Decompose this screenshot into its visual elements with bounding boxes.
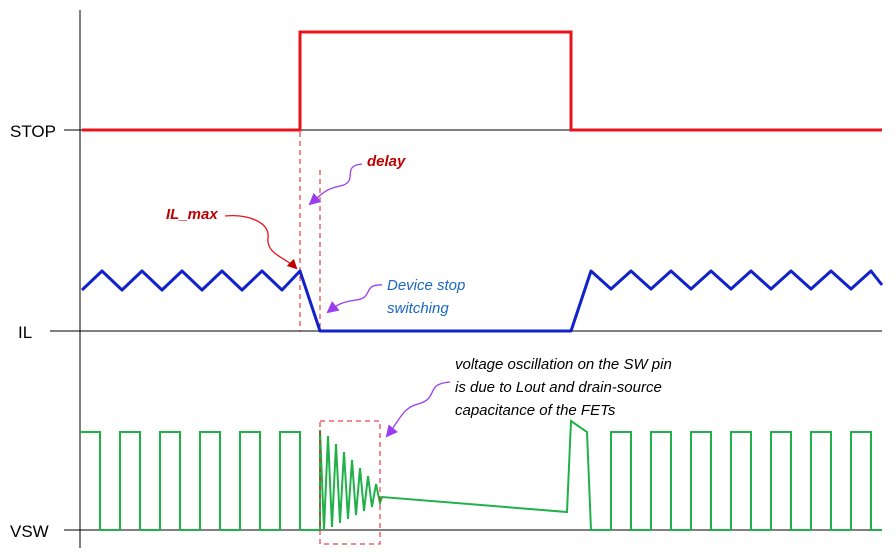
- device-stop-annotation-line1: Device stop: [387, 277, 465, 294]
- il-max-annotation: IL_max: [166, 206, 218, 223]
- delay-arrow: [308, 163, 363, 206]
- device-stop-arrow: [326, 284, 383, 314]
- il-signal-trace: [80, 269, 884, 333]
- oscillation-note-line1: voltage oscillation on the SW pin: [455, 356, 672, 373]
- oscillation-note-line2: is due to Lout and drain-source: [455, 379, 662, 396]
- oscillation-arrow: [385, 381, 451, 438]
- il-max-arrow: [224, 215, 298, 270]
- stop-signal-trace: [82, 30, 882, 132]
- vsw-label: VSW: [10, 522, 49, 541]
- stop-label: STOP: [10, 122, 56, 141]
- oscillation-note-line3: capacitance of the FETs: [455, 402, 616, 419]
- delay-annotation: delay: [367, 153, 406, 170]
- oscillation-highlight-box: [319, 420, 381, 545]
- vsw-signal-trace: [80, 419, 882, 531]
- il-label: IL: [18, 323, 32, 342]
- device-stop-annotation-line2: switching: [387, 300, 449, 317]
